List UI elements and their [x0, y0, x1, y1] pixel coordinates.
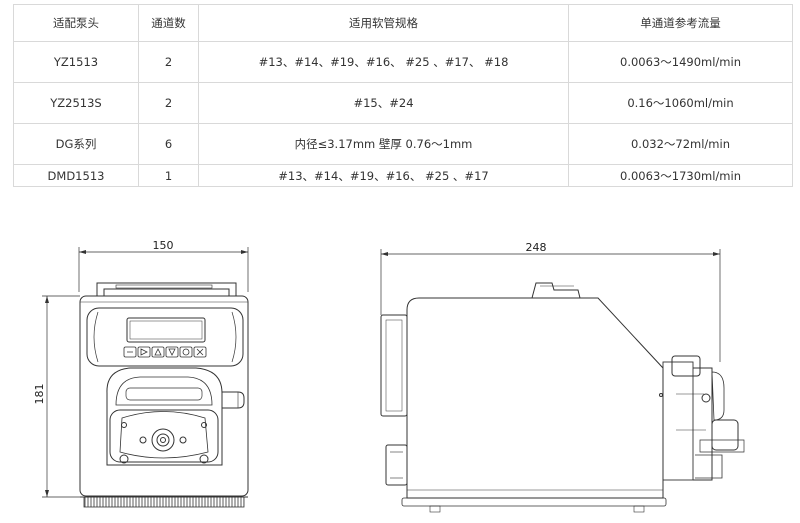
front-height-dimension [42, 295, 80, 498]
cell-flow: 0.16～1060ml/min [568, 82, 793, 124]
front-housing [79, 295, 249, 497]
header-channels: 通道数 [138, 4, 199, 42]
cell-tubing: #13、#14、#19、#16、 #25 、#17、 #18 [198, 41, 569, 83]
cell-tubing: 内径≤3.17mm 壁厚 0.76～1mm [198, 123, 569, 165]
cell-channels: 6 [138, 123, 199, 165]
table-row: DMD1513 1 #13、#14、#19、#16、 #25 、#17 0.00… [13, 164, 793, 187]
side-housing [406, 297, 664, 499]
rear-plate [380, 314, 408, 417]
side-handle [531, 282, 581, 299]
cell-tubing: #13、#14、#19、#16、 #25 、#17 [198, 164, 569, 187]
cell-pump-head: DMD1513 [13, 164, 139, 187]
table-row: YZ1513 2 #13、#14、#19、#16、 #25 、#17、 #18 … [13, 41, 793, 83]
side-width-label: 248 [526, 241, 547, 254]
vent-grille [83, 496, 245, 508]
cell-flow: 0.0063～1730ml/min [568, 164, 793, 187]
table-header-row: 适配泵头 通道数 适用软管规格 单通道参考流量 [13, 4, 793, 42]
spec-table: 适配泵头 通道数 适用软管规格 单通道参考流量 YZ1513 2 #13、#14… [13, 4, 793, 187]
side-pump-head [662, 355, 745, 481]
cell-channels: 2 [138, 82, 199, 124]
table-row: DG系列 6 内径≤3.17mm 壁厚 0.76～1mm 0.032～72ml/… [13, 123, 793, 165]
front-width-label: 150 [153, 239, 174, 252]
cell-pump-head: YZ2513S [13, 82, 139, 124]
cell-channels: 2 [138, 41, 199, 83]
cell-flow: 0.032～72ml/min [568, 123, 793, 165]
header-pump-head: 适配泵头 [13, 4, 139, 42]
front-height-label: 181 [33, 384, 46, 405]
header-flow: 单通道参考流量 [568, 4, 793, 42]
front-width-dimension [78, 247, 249, 292]
front-view-drawing [42, 247, 249, 508]
carry-handle [96, 282, 237, 296]
pump-dimension-drawings: 150 181 [33, 239, 745, 513]
cell-flow: 0.0063～1490ml/min [568, 41, 793, 83]
lcd-display [126, 317, 206, 343]
table-row: YZ2513S 2 #15、#24 0.16～1060ml/min [13, 82, 793, 124]
side-view-drawing [380, 249, 745, 513]
cell-channels: 1 [138, 164, 199, 187]
cell-pump-head: YZ1513 [13, 41, 139, 83]
keypad [123, 346, 207, 358]
pump-head [106, 367, 245, 466]
control-panel [86, 307, 244, 367]
cell-tubing: #15、#24 [198, 82, 569, 124]
side-width-dimension [380, 249, 721, 362]
cell-pump-head: DG系列 [13, 123, 139, 165]
header-tubing: 适用软管规格 [198, 4, 569, 42]
rear-connector [385, 444, 408, 486]
